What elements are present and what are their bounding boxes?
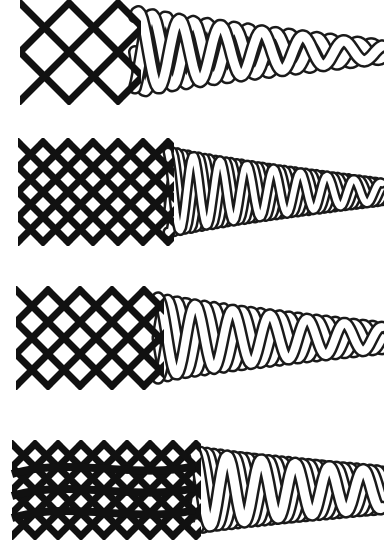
- braid-braid-4: [195, 453, 382, 529]
